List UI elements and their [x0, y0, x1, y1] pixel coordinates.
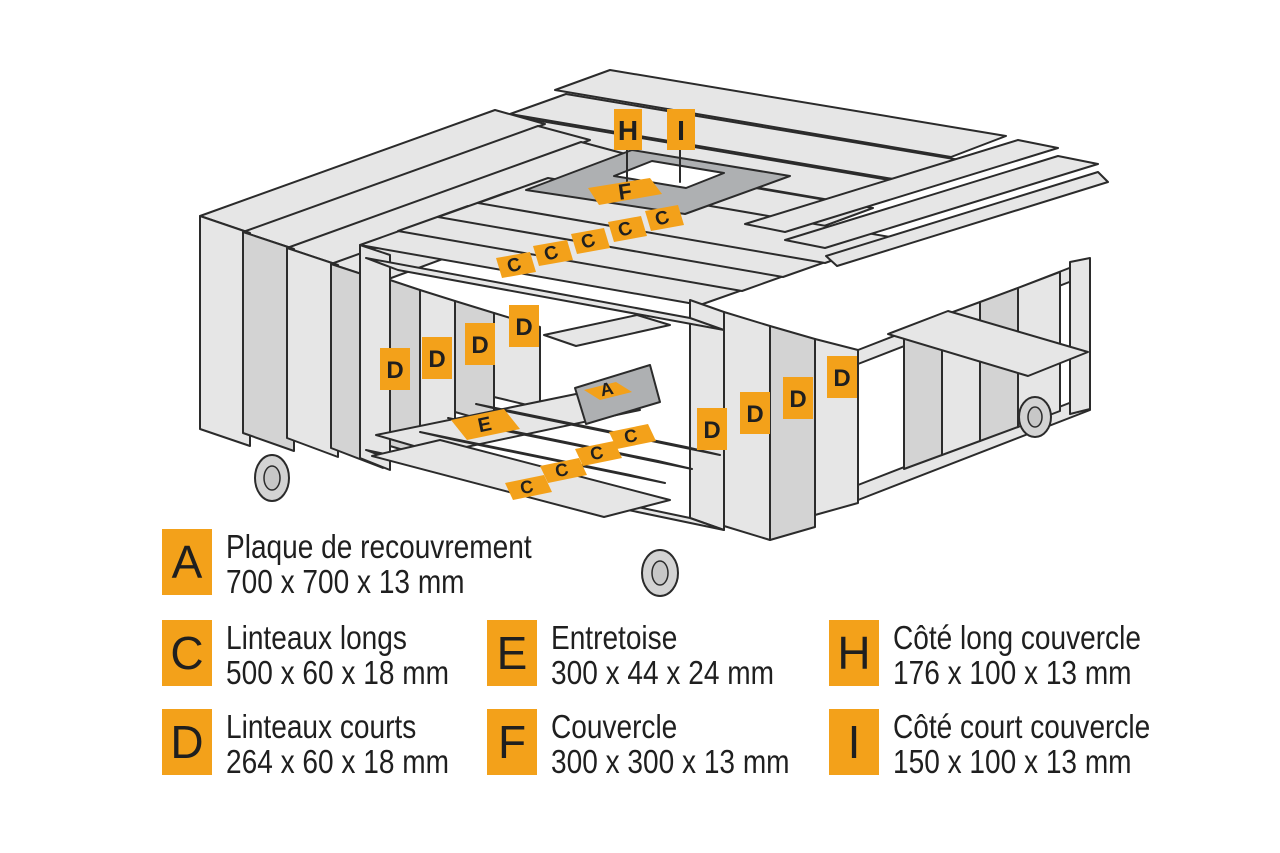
- table-structure: [199, 69, 1109, 597]
- wheel-left: [254, 454, 290, 502]
- left-slat-3: [286, 247, 339, 458]
- legend-dimensions-f: 300 x 300 x 13 mm: [551, 743, 790, 780]
- front-frame-left-post: [359, 244, 391, 471]
- marker-d-left-3-label: D: [471, 332, 488, 359]
- marker-i-box: [667, 109, 695, 150]
- legend-badge-d: D: [162, 709, 212, 775]
- top-board-right-3: [825, 171, 1109, 267]
- legend-dimensions-c: 500 x 60 x 18 mm: [226, 654, 449, 691]
- bottom-slat-1: [419, 431, 666, 484]
- marker-c-top-1-label: C: [653, 207, 673, 231]
- legend-item-d: D Linteaux courts 264 x 60 x 18 mm: [162, 709, 488, 779]
- legend-text-d: Linteaux courts 264 x 60 x 18 mm: [226, 709, 488, 779]
- marker-c-bottom-3-label: C: [553, 459, 570, 481]
- legend-badge-a: A: [162, 529, 212, 595]
- marker-d-left-1-label: D: [386, 357, 403, 384]
- marker-e-label: E: [476, 413, 494, 437]
- marker-d-right-1: [697, 408, 727, 450]
- legend-item-h: H Côté long couvercle 176 x 100 x 13 mm: [829, 620, 1185, 690]
- marker-d-right-3-label: D: [789, 386, 806, 413]
- legend-item-e: E Entretoise 300 x 44 x 24 mm: [487, 620, 813, 690]
- marker-i-label: I: [677, 115, 685, 146]
- marker-d-right-4: [827, 356, 857, 398]
- marker-c-top-5: [496, 252, 536, 278]
- marker-c-top-4-label: C: [542, 242, 562, 266]
- top-board-right-2: [784, 155, 1099, 249]
- marker-d-right-1-label: D: [703, 417, 720, 444]
- diagram-markers: H I F C C C C C A D D D D D D D: [380, 109, 857, 500]
- marker-h-label: H: [618, 115, 638, 146]
- legend-text-c: Linteaux longs 500 x 60 x 18 mm: [226, 620, 488, 690]
- legend-text-a: Plaque de recouvrement 700 x 700 x 13 mm: [226, 529, 586, 599]
- marker-d-left-2-label: D: [428, 346, 445, 373]
- legend-title-i: Côté court couvercle: [893, 708, 1151, 745]
- legend-item-i: I Côté court couvercle 150 x 100 x 13 mm: [829, 709, 1196, 779]
- inner-spacer-back: [543, 314, 671, 347]
- legend-title-a: Plaque de recouvrement: [226, 528, 532, 565]
- legend-dimensions-e: 300 x 44 x 24 mm: [551, 654, 774, 691]
- marker-e-box: [451, 409, 520, 440]
- right-slat-2: [769, 325, 816, 541]
- top-board-right-1: [744, 139, 1059, 233]
- legend-dimensions-a: 700 x 700 x 13 mm: [226, 563, 465, 600]
- marker-c-bottom-2-label: C: [588, 442, 605, 464]
- marker-c-top-5-label: C: [505, 254, 525, 278]
- marker-c-top-3-label: C: [579, 230, 599, 254]
- marker-d-right-3: [783, 377, 813, 419]
- legend-badge-h: H: [829, 620, 879, 686]
- wheel-right: [1018, 396, 1052, 438]
- marker-f-label: F: [617, 178, 634, 205]
- marker-c-top-2-label: C: [616, 218, 636, 242]
- marker-c-bottom-4-label: C: [518, 476, 535, 498]
- marker-a-label: A: [598, 378, 615, 400]
- legend-title-e: Entretoise: [551, 619, 678, 656]
- marker-c-bottom-4: [505, 475, 552, 500]
- legend-title-d: Linteaux courts: [226, 708, 417, 745]
- top-board-back-1: [554, 69, 1007, 158]
- marker-c-bottom-2: [575, 441, 622, 466]
- marker-c-top-2: [608, 216, 647, 242]
- marker-d-left-4-label: D: [515, 314, 532, 341]
- legend-title-f: Couvercle: [551, 708, 678, 745]
- legend-dimensions-d: 264 x 60 x 18 mm: [226, 743, 449, 780]
- legend-text-h: Côté long couvercle 176 x 100 x 13 mm: [893, 620, 1185, 690]
- right-frame-back-post: [1069, 257, 1091, 415]
- legend-text-e: Entretoise 300 x 44 x 24 mm: [551, 620, 813, 690]
- marker-c-top-3: [571, 228, 610, 254]
- legend-text-i: Côté court couvercle 150 x 100 x 13 mm: [893, 709, 1196, 779]
- legend-title-c: Linteaux longs: [226, 619, 407, 656]
- marker-a-box: [584, 382, 632, 400]
- marker-c-bottom-1-label: C: [622, 425, 639, 447]
- wheel-front: [641, 549, 679, 597]
- legend-badge-c: C: [162, 620, 212, 686]
- legend-item-c: C Linteaux longs 500 x 60 x 18 mm: [162, 620, 488, 690]
- marker-d-left-4: [509, 305, 539, 347]
- legend-badge-e: E: [487, 620, 537, 686]
- right-shelf: [887, 310, 1089, 377]
- legend-badge-i: I: [829, 709, 879, 775]
- left-slat-1: [199, 215, 251, 447]
- legend-item-a: A Plaque de recouvrement 700 x 700 x 13 …: [162, 529, 586, 599]
- marker-d-right-2-label: D: [746, 401, 763, 428]
- marker-c-top-1: [645, 205, 684, 231]
- legend-item-f: F Couvercle 300 x 300 x 13 mm: [487, 709, 832, 779]
- marker-c-bottom-3: [540, 458, 587, 483]
- legend-badge-f: F: [487, 709, 537, 775]
- marker-d-left-1: [380, 348, 410, 390]
- marker-d-right-2: [740, 392, 770, 434]
- top-cover-hole: [613, 160, 725, 189]
- legend-dimensions-i: 150 x 100 x 13 mm: [893, 743, 1132, 780]
- marker-h-box: [614, 109, 642, 150]
- legend-title-h: Côté long couvercle: [893, 619, 1141, 656]
- marker-f-box: [588, 178, 662, 205]
- marker-d-left-2: [422, 337, 452, 379]
- marker-d-left-3: [465, 323, 495, 365]
- left-slat-2: [242, 231, 295, 452]
- marker-d-right-4-label: D: [833, 365, 850, 392]
- legend-text-f: Couvercle 300 x 300 x 13 mm: [551, 709, 832, 779]
- marker-c-top-4: [533, 240, 573, 266]
- marker-c-bottom-1: [609, 424, 656, 449]
- legend-dimensions-h: 176 x 100 x 13 mm: [893, 654, 1132, 691]
